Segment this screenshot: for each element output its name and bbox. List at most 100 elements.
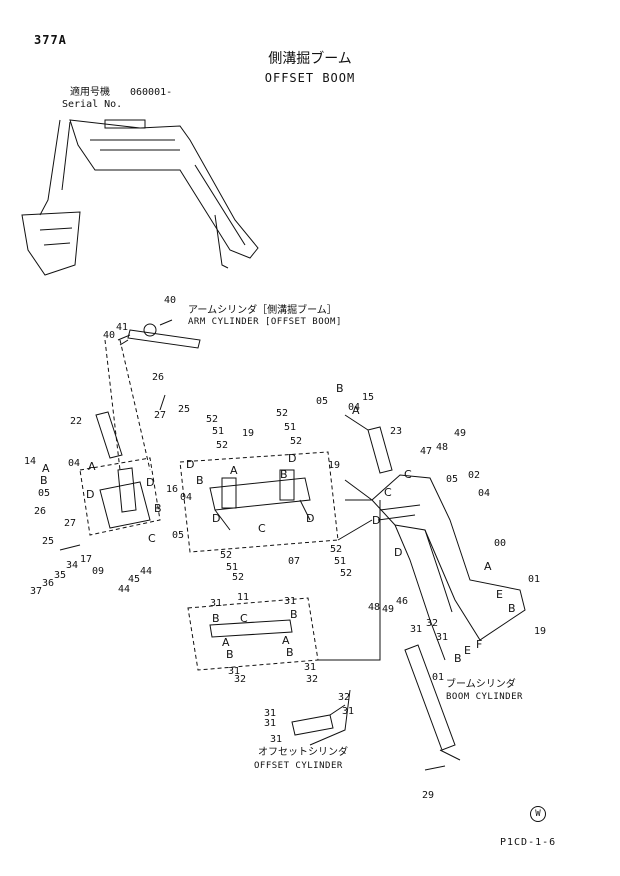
part-number-label: 15 — [362, 392, 374, 403]
part-number-label: 04 — [348, 402, 360, 413]
part-number-label: 26 — [152, 372, 164, 383]
assembly-letter: E — [496, 588, 503, 601]
part-number-label: 04 — [68, 458, 80, 469]
part-number-label: 40 — [164, 295, 176, 306]
cylinder-22 — [95, 411, 123, 459]
offset-cylinder-label-jp: オフセットシリンダ — [258, 747, 348, 758]
assembly-letter: D — [306, 512, 314, 525]
assembly-letter: B — [290, 608, 298, 621]
part-number-label: 16 — [166, 484, 178, 495]
part-number-label: 41 — [116, 322, 128, 333]
part-number-label: 31 — [264, 708, 276, 719]
part-number-label: 31 — [436, 632, 448, 643]
part-number-label: 07 — [288, 556, 300, 567]
part-number-label: 31 — [270, 734, 282, 745]
part-number-label: 31 — [304, 662, 316, 673]
part-number-label: 52 — [276, 408, 288, 419]
part-number-label: 26 — [34, 506, 46, 517]
part-number-label: 25 — [178, 404, 190, 415]
part-number-label: 11 — [237, 592, 249, 603]
assembly-letter: A — [484, 560, 492, 573]
assembly-letter: B — [212, 612, 220, 625]
part-number-label: 31 — [210, 598, 222, 609]
part-number-label: 36 — [42, 578, 54, 589]
part-number-label: 51 — [284, 422, 296, 433]
part-number-label: 23 — [390, 426, 402, 437]
part-number-label: 31 — [264, 718, 276, 729]
assembly-letter: B — [280, 468, 288, 481]
part-number-label: 44 — [118, 584, 130, 595]
assembly-letter: F — [476, 638, 482, 651]
assembly-letters: A A B D D B C D B A D B D C D C B B A A … — [40, 382, 516, 665]
assembly-letter: A — [230, 464, 238, 477]
assembly-letter: C — [148, 532, 156, 545]
part-number-label: 00 — [494, 538, 506, 549]
part-number-label: 47 — [420, 446, 432, 457]
part-number-label: 32 — [306, 674, 318, 685]
assembly-letter: A — [352, 404, 360, 417]
part-number-label: 49 — [454, 428, 466, 439]
cylinder-23 — [344, 414, 393, 474]
part-number-label: 32 — [426, 618, 438, 629]
part-number-label: 31 — [228, 666, 240, 677]
assembly-letter: B — [154, 502, 162, 515]
assembly-letter: B — [226, 648, 234, 661]
title-japanese: 側溝掘ブーム — [268, 51, 352, 67]
part-number-label: 05 — [446, 474, 458, 485]
part-number-label: 51 — [212, 426, 224, 437]
overview-excavator-sketch — [21, 119, 259, 276]
boom-cylinder — [404, 644, 461, 771]
assembly-letter: C — [258, 522, 266, 535]
watermark-mark: W — [530, 806, 546, 822]
assembly-letter: D — [394, 546, 402, 559]
part-number-label: 52 — [232, 572, 244, 583]
part-number-label: 19 — [328, 460, 340, 471]
part-number-label: 27 — [64, 518, 76, 529]
assembly-letter: D — [186, 458, 194, 471]
assembly-letter: E — [464, 644, 471, 657]
drawing-code: P1CD-1-6 — [500, 837, 557, 848]
part-number-label: 51 — [334, 556, 346, 567]
left-bracket-group — [59, 339, 161, 551]
part-number-label: 40 — [103, 330, 115, 341]
assembly-letter: B — [196, 474, 204, 487]
part-number-label: 25 — [42, 536, 54, 547]
assembly-letter: B — [336, 382, 344, 395]
assembly-letter: D — [288, 452, 296, 465]
part-number-label: 05 — [172, 530, 184, 541]
part-number-label: 48 — [368, 602, 380, 613]
part-number-label: 52 — [290, 436, 302, 447]
leader-lines — [117, 319, 381, 746]
serial-label-japanese: 適用号機 — [70, 87, 110, 98]
part-number-label: 31 — [410, 624, 422, 635]
page-code: 377A — [34, 33, 67, 47]
assembly-letter: B — [508, 602, 516, 615]
part-number-label: 34 — [66, 560, 78, 571]
part-number-label: 22 — [70, 416, 82, 427]
arm-cylinder-label-jp: アームシリンダ［側溝掘ブーム］ — [188, 305, 337, 316]
assembly-letter: D — [372, 514, 380, 527]
part-number-label: 45 — [128, 574, 140, 585]
assembly-letter: D — [86, 488, 94, 501]
assembly-letter: D — [212, 512, 220, 525]
part-number-label: 52 — [206, 414, 218, 425]
part-number-label: 46 — [396, 596, 408, 607]
offset-boom-body — [345, 474, 526, 661]
arm-cylinder-rod — [119, 323, 201, 349]
part-number-label: 44 — [140, 566, 152, 577]
part-number-label: 04 — [478, 488, 490, 499]
assembly-letter: C — [240, 612, 248, 625]
part-number-label: 51 — [226, 562, 238, 573]
part-number-label: 31 — [342, 706, 354, 717]
assembly-letter: C — [404, 468, 412, 481]
part-number-label: 52 — [220, 550, 232, 561]
part-number-label: 17 — [80, 554, 92, 565]
part-number-label: 19 — [534, 626, 546, 637]
assembly-letter: A — [222, 636, 230, 649]
part-number-label: 09 — [92, 566, 104, 577]
assembly-letter: B — [40, 474, 48, 487]
part-number-label: 52 — [216, 440, 228, 451]
part-number-labels: 40 41 40 26 25 27 22 14 04 05 26 27 25 3… — [24, 295, 546, 801]
arm-cylinder-label-en: ARM CYLINDER [OFFSET BOOM] — [188, 317, 342, 327]
